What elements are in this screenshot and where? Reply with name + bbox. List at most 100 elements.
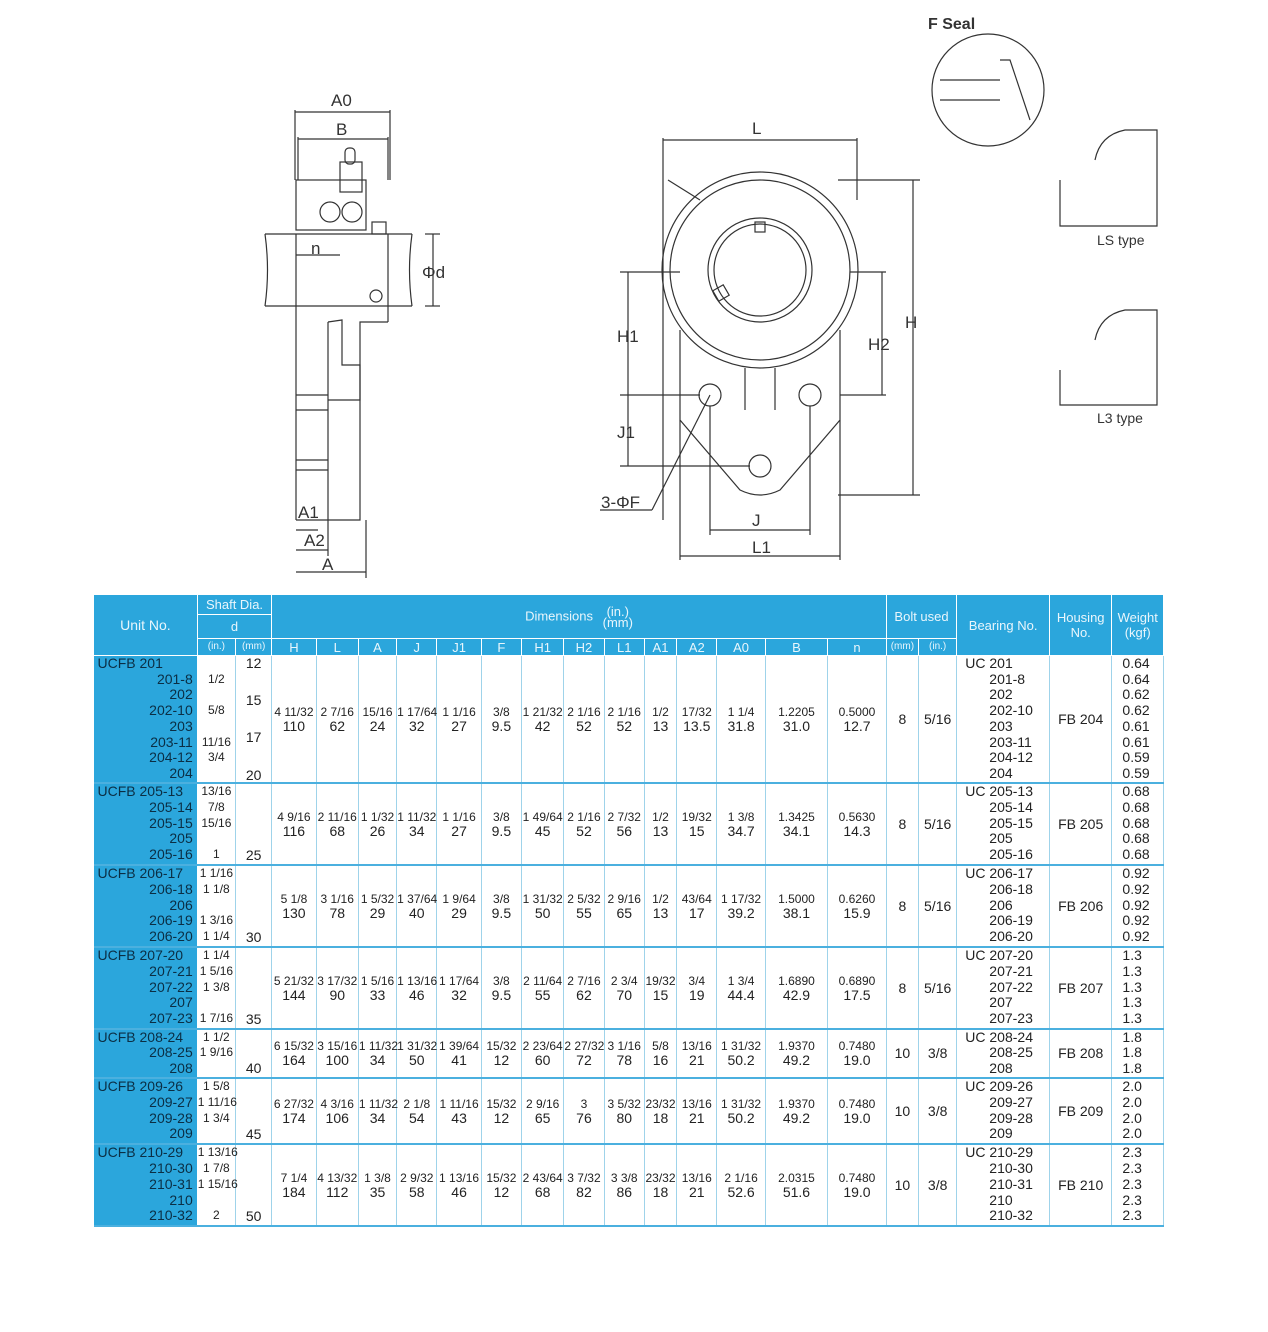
d-inch-value xyxy=(198,1193,235,1209)
dim-mm-value: 15 xyxy=(688,822,705,839)
d-inch-value: 1 7/8 xyxy=(203,1161,230,1176)
dim-inch-value: 3/8 xyxy=(493,891,510,906)
weight-value: 1.3 xyxy=(1122,978,1142,995)
unit-no-value: 207-21 xyxy=(149,963,193,980)
bearing-no-value: 209-27 xyxy=(989,1094,1033,1111)
dim-mm-value: 39.2 xyxy=(727,904,755,921)
dim-inch-value: 7 1/4 xyxy=(280,1170,308,1185)
bearing-no-value: UC 205-13 xyxy=(965,783,1033,800)
unit-no-value: 201-8 xyxy=(156,670,193,687)
dim-inch-value: 1.9370 xyxy=(778,1039,815,1054)
dim-mm-value: 44.4 xyxy=(727,986,755,1003)
dim-inch-value: 3 3/8 xyxy=(610,1170,638,1185)
weight-value: 2.0 xyxy=(1122,1078,1142,1095)
bearing-no-value: UC 208-24 xyxy=(965,1028,1033,1045)
d-inch-value xyxy=(198,995,235,1011)
dim-inch-value: 2 5/32 xyxy=(567,891,601,906)
bearing-no-value: UC 210-29 xyxy=(965,1144,1033,1161)
dim-inch-value: 13/16 xyxy=(681,1170,712,1185)
dim-inch-value: 1 3/8 xyxy=(727,809,755,824)
weight-value: 0.68 xyxy=(1122,814,1150,831)
dim-inch-value: 1/2 xyxy=(652,809,669,824)
label-l: L xyxy=(752,119,761,138)
dim-inch-value: 2.0315 xyxy=(778,1170,815,1185)
d-inch-value: 1 1/4 xyxy=(203,948,230,963)
dim-mm-value: 32 xyxy=(451,986,467,1003)
dim-inch-value: 2 7/32 xyxy=(607,809,641,824)
dim-inch-value: 15/32 xyxy=(486,1170,517,1185)
d-mm-cell: 40 xyxy=(235,1028,273,1079)
dim-mm-value: 18 xyxy=(652,1109,669,1126)
bearing-no-value: 203 xyxy=(989,717,1013,734)
bearing-no-value: 204-12 xyxy=(989,749,1033,766)
dim-mm-value: 78 xyxy=(616,1052,633,1069)
dim-inch-value: 0.5000 xyxy=(838,704,876,719)
dim-mm-value: 54 xyxy=(408,1109,425,1126)
bearing-no-value: 210 xyxy=(989,1191,1013,1208)
label-j: J xyxy=(752,511,761,530)
bolt-in-cell: 3/8 xyxy=(918,1143,958,1227)
header-dim-h2: H2 xyxy=(563,638,605,656)
d-mm-value: 15 xyxy=(245,692,262,709)
label-h1: H1 xyxy=(617,327,639,346)
d-mm-cell: 35 xyxy=(235,946,273,1030)
dim-mm-value: 38.1 xyxy=(782,904,811,921)
housing-no-cell: FB 205 xyxy=(1049,782,1113,866)
dim-mm-value: 51.6 xyxy=(782,1183,811,1200)
bearing-no-value: 203-11 xyxy=(989,733,1032,750)
dim-inch-value: 1 11/32 xyxy=(358,1096,399,1111)
d-inch-value: 13/16 xyxy=(201,784,232,799)
dim-mm-value: 41 xyxy=(451,1052,467,1069)
dim-mm-value: 34 xyxy=(369,1109,386,1126)
dim-inch-value: 1 21/32 xyxy=(522,704,563,719)
dim-inch-value: 23/32 xyxy=(645,1170,676,1185)
dim-mm-value: 13 xyxy=(652,717,669,734)
bolt-mm-cell: 10 xyxy=(886,1077,920,1145)
unit-no-value: 205-14 xyxy=(149,799,193,816)
unit-no-value: 210-30 xyxy=(149,1160,193,1177)
housing-no-cell: FB 208 xyxy=(1049,1028,1113,1079)
unit-no-value: 204 xyxy=(169,764,193,781)
d-inch-value xyxy=(198,898,235,914)
housing-no-cell: FB 207 xyxy=(1049,946,1113,1030)
dim-inch-value: 1 1/4 xyxy=(727,704,755,719)
dim-inch-value: 1 31/32 xyxy=(397,1039,438,1054)
label-ls-type: LS type xyxy=(1097,232,1145,248)
dim-inch-value: 6 27/32 xyxy=(273,1096,314,1111)
dim-inch-value: 1 39/64 xyxy=(439,1039,480,1054)
weight-value: 1.3 xyxy=(1122,963,1142,980)
dim-inch-value: 1.5000 xyxy=(778,891,815,906)
dim-mm-value: 46 xyxy=(451,1183,467,1200)
dim-mm-value: 116 xyxy=(282,822,306,839)
weight-value: 0.68 xyxy=(1122,783,1150,800)
dim-mm-value: 58 xyxy=(408,1183,425,1200)
label-f-seal: F Seal xyxy=(928,16,975,33)
dim-mm-value: 62 xyxy=(576,986,592,1003)
dim-inch-value: 3 1/16 xyxy=(607,1039,641,1054)
